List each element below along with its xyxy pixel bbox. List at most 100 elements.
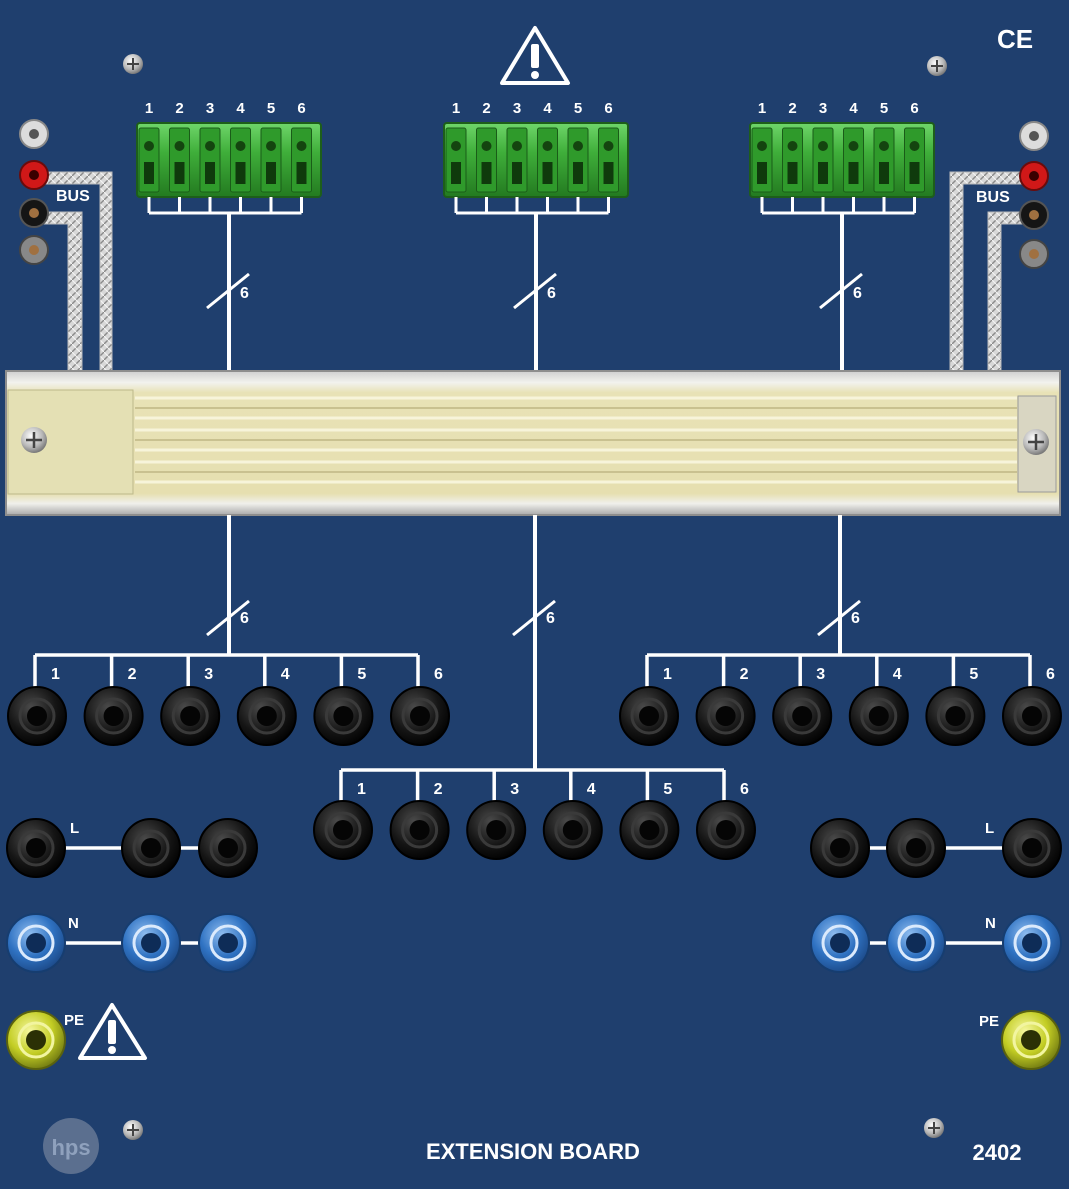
socket-pin-number: 1 (51, 666, 60, 683)
socket-pin-number: 2 (740, 666, 749, 683)
bus-socket-right[interactable] (619, 686, 679, 746)
l-socket[interactable] (886, 818, 946, 878)
l-socket[interactable] (1002, 818, 1062, 878)
terminal-screw-icon[interactable] (573, 141, 583, 151)
socket-pin-number: 3 (510, 781, 519, 798)
n-socket[interactable] (810, 913, 870, 973)
bus-count-label: 6 (546, 610, 555, 627)
terminal-screw-icon[interactable] (879, 141, 889, 151)
bus-socket-center[interactable] (696, 800, 756, 860)
bus-socket-left-hole (103, 706, 124, 726)
terminal-screw-icon[interactable] (757, 141, 767, 151)
bus-socket-center-rim (324, 811, 362, 849)
bus-socket-left-hole (27, 706, 47, 726)
n-socket-rim (132, 924, 170, 962)
bus-socket-left[interactable] (236, 686, 297, 746)
terminal-screw-icon[interactable] (787, 141, 798, 151)
bus-socket-right-hole (868, 706, 889, 726)
n-socket-hole (830, 933, 850, 953)
din-rail (5, 370, 1061, 516)
pe-label: PE (64, 1012, 84, 1029)
terminal-wire-entry (451, 162, 461, 184)
terminal-screw-icon[interactable] (481, 141, 492, 151)
terminal-screw-icon[interactable] (542, 141, 553, 151)
l-socket[interactable] (121, 818, 181, 878)
pe-socket[interactable] (1001, 1010, 1061, 1070)
bus-slash (206, 272, 250, 310)
bus-socket-right[interactable] (695, 686, 756, 746)
bus-socket-left[interactable] (83, 686, 144, 746)
bus-socket-right[interactable] (1002, 686, 1062, 746)
terminal-screw-icon[interactable] (235, 141, 246, 151)
bus-socket-left[interactable] (160, 686, 221, 746)
terminal-pin-number: 2 (788, 100, 796, 117)
bus-socket-center[interactable] (389, 800, 450, 860)
bus-socket-center-rim (401, 811, 439, 849)
terminal-wire-entry (542, 162, 553, 184)
bus-socket-left[interactable] (7, 686, 67, 746)
n-socket-hole (906, 933, 926, 953)
bus-socket-left[interactable] (390, 686, 450, 746)
bus-socket-left[interactable] (313, 686, 374, 746)
l-socket-rim (1013, 829, 1051, 867)
bus-socket-right-rim (783, 697, 821, 735)
terminal-screw-icon[interactable] (909, 141, 920, 151)
bus-socket-left-rim (248, 697, 286, 735)
terminal-screw-icon[interactable] (174, 141, 185, 151)
bus-socket-center[interactable] (466, 800, 527, 860)
terminal-wire-entry (235, 162, 246, 184)
terminal-screw-icon[interactable] (205, 141, 215, 151)
bus-socket-white[interactable] (19, 119, 49, 149)
socket-pin-number: 5 (357, 666, 366, 683)
bus-socket-right[interactable] (772, 686, 833, 746)
n-socket-hole (218, 933, 238, 953)
l-socket[interactable] (198, 818, 258, 878)
n-socket[interactable] (6, 913, 66, 973)
terminal-screw-icon[interactable] (512, 141, 522, 151)
bus-socket-black[interactable] (19, 198, 49, 228)
n-socket[interactable] (886, 913, 946, 973)
n-socket-rim (821, 924, 859, 962)
bus-socket-black[interactable] (1019, 200, 1049, 230)
terminal-pin-number: 1 (145, 100, 153, 117)
screw-icon (1023, 429, 1049, 455)
l-socket[interactable] (810, 818, 870, 878)
terminal-screw-icon[interactable] (144, 141, 154, 151)
terminal-screw-icon[interactable] (296, 141, 307, 151)
bus-socket-left-rim (401, 697, 439, 735)
bus-socket-center[interactable] (619, 800, 680, 860)
bus-socket-white[interactable] (1019, 121, 1049, 151)
terminal-screw-icon[interactable] (818, 141, 828, 151)
bus-socket-left-rim (171, 697, 209, 735)
l-socket-hole (830, 838, 850, 858)
terminal-screw-icon[interactable] (603, 141, 614, 151)
terminal-wire-entry (573, 162, 583, 184)
n-socket[interactable] (198, 913, 258, 973)
bus-socket-right[interactable] (925, 686, 986, 746)
bus-socket-gray[interactable] (1019, 239, 1049, 269)
bus-socket-red[interactable] (1019, 161, 1049, 191)
bus-socket-center-rim (477, 811, 515, 849)
bus-slash (512, 599, 556, 637)
l-socket[interactable] (6, 818, 66, 878)
terminal-pin-number: 4 (236, 100, 245, 117)
terminal-pin-number: 2 (482, 100, 490, 117)
terminal-screw-icon[interactable] (266, 141, 276, 151)
n-socket[interactable] (121, 913, 181, 973)
bus-socket-center[interactable] (313, 800, 373, 860)
bus-socket-right[interactable] (848, 686, 909, 746)
pe-socket[interactable] (6, 1010, 66, 1070)
terminal-screw-icon[interactable] (451, 141, 461, 151)
n-socket-hole (141, 933, 161, 953)
terminal-wire-entry (296, 162, 307, 184)
l-socket-hole (906, 838, 926, 858)
terminal-screw-icon[interactable] (848, 141, 859, 151)
bus-socket-gray[interactable] (19, 235, 49, 265)
bus-socket-red[interactable] (19, 160, 49, 190)
bus-socket-center-rim (554, 811, 592, 849)
n-socket[interactable] (1002, 913, 1062, 973)
bus-socket-center[interactable] (542, 800, 603, 860)
